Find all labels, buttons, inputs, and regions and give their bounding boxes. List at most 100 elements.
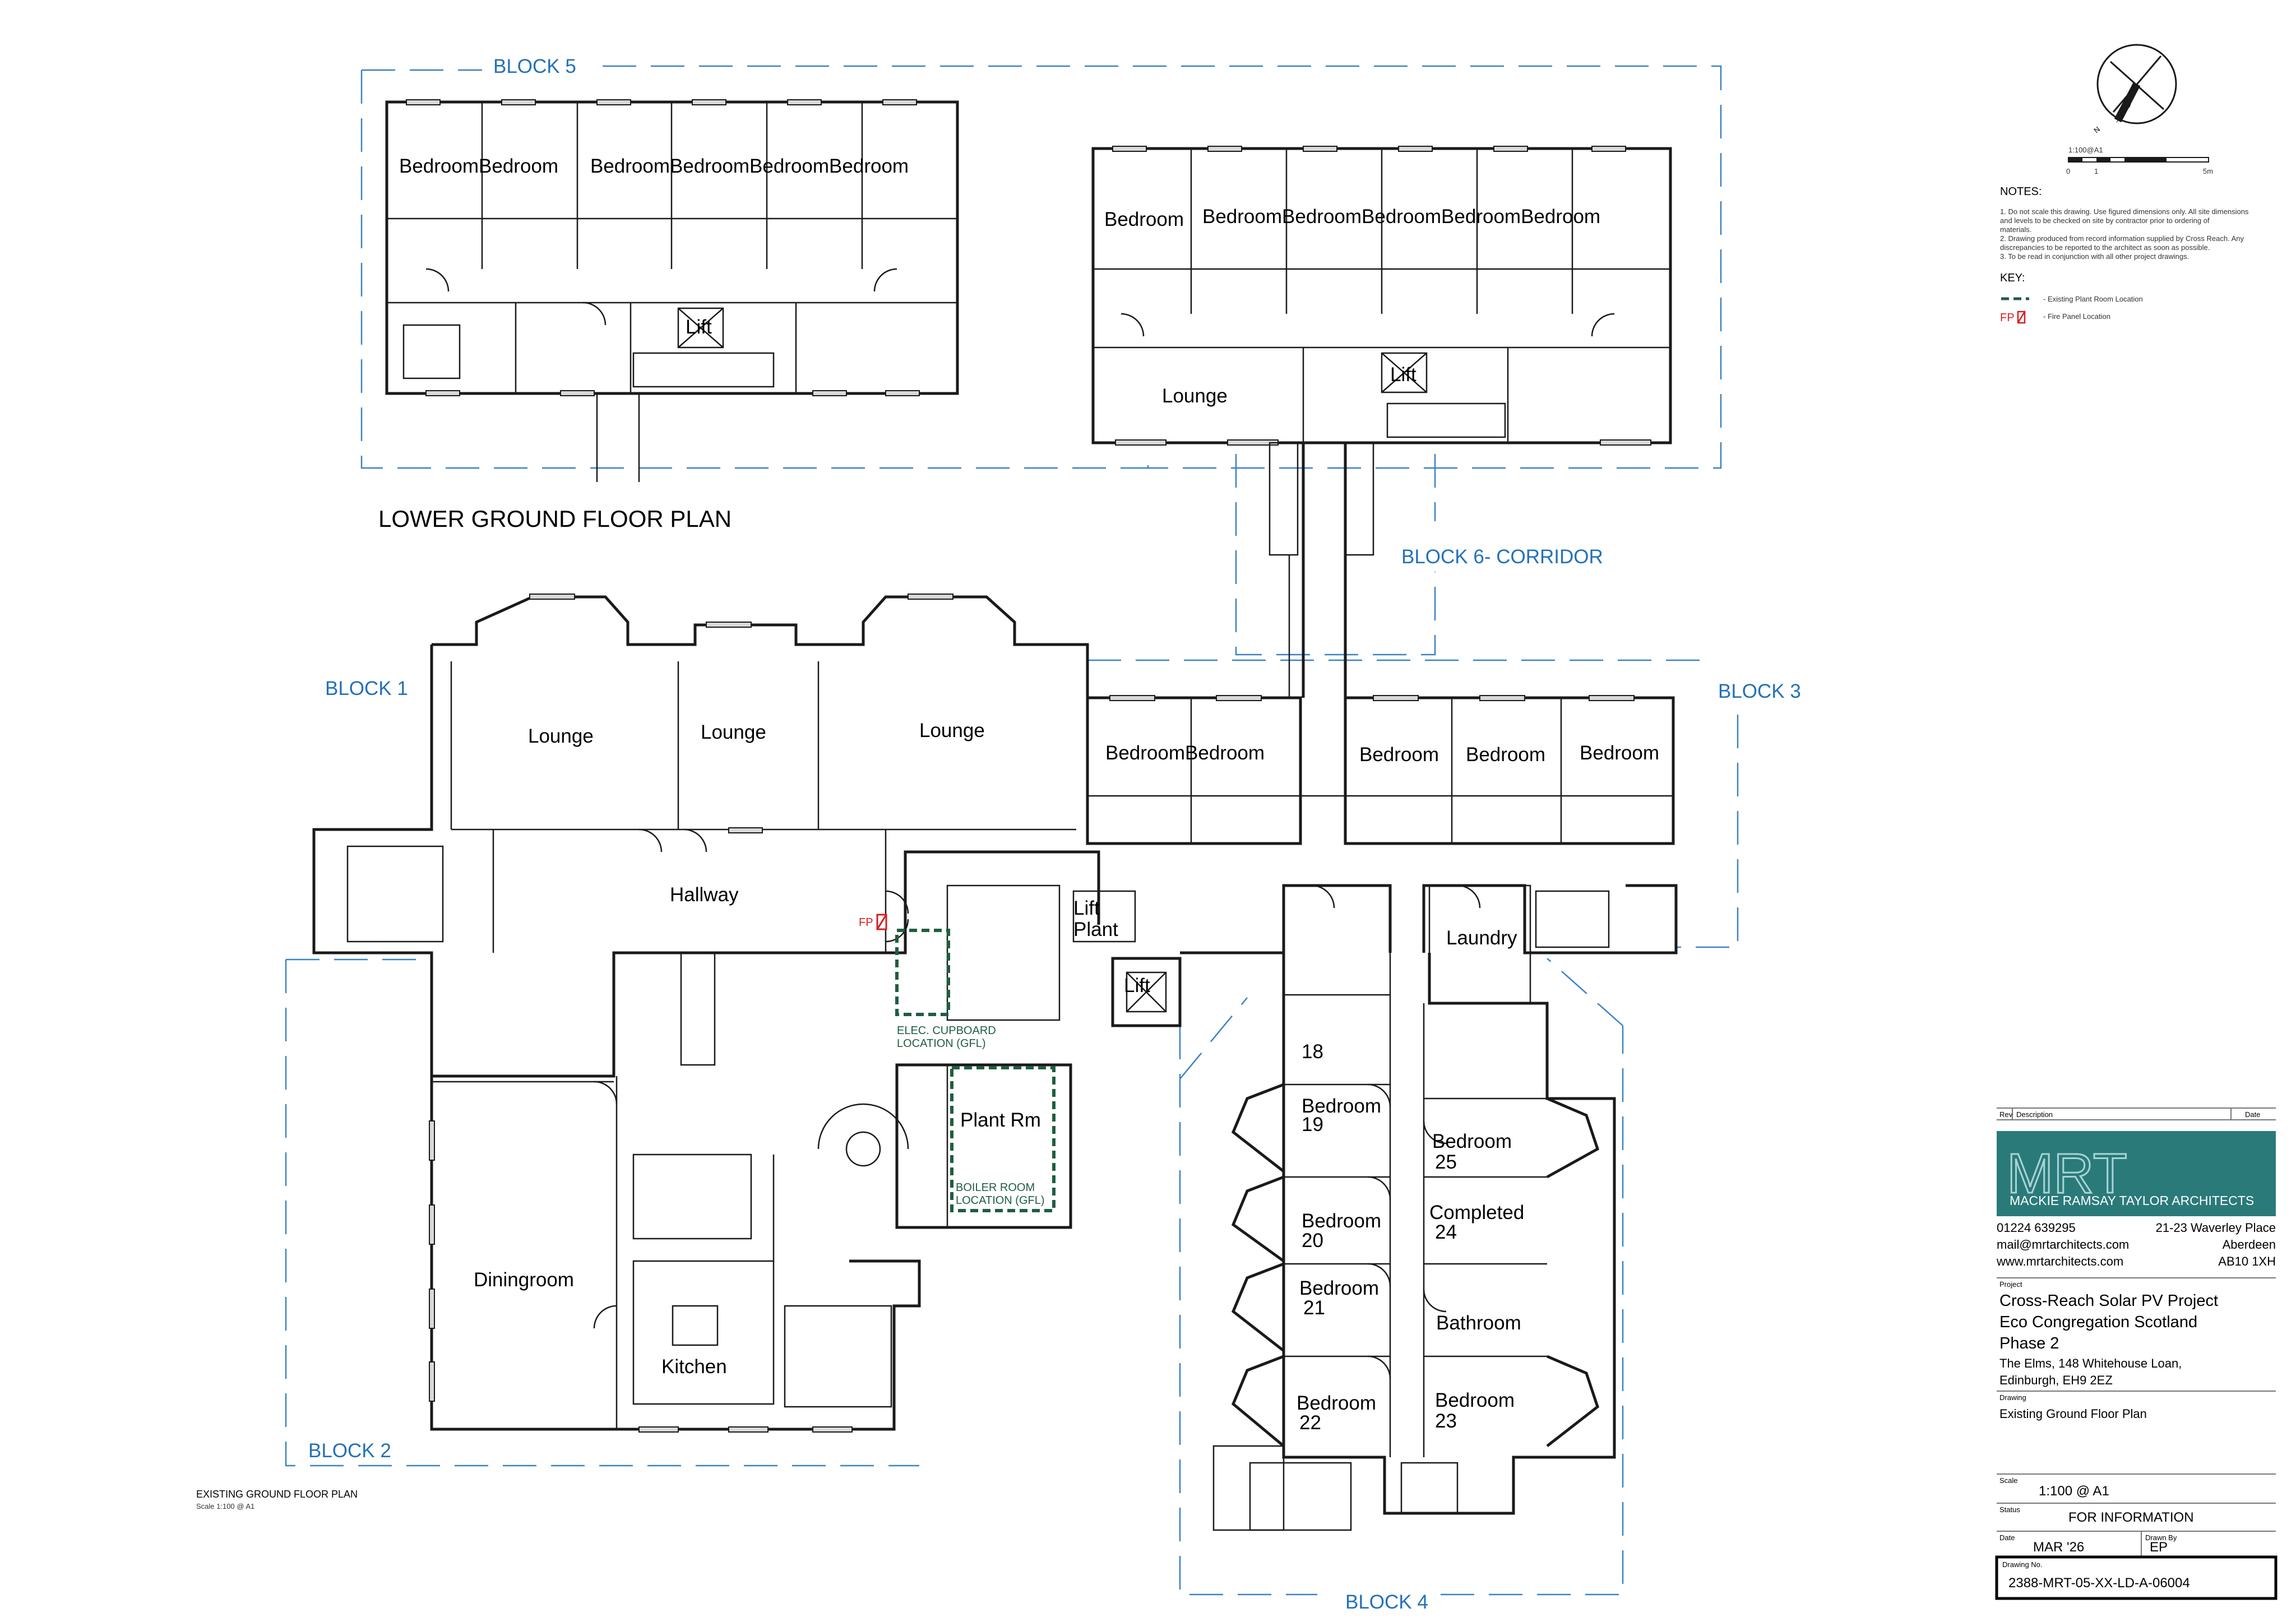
key-fp-text: - Fire Panel Location [2043, 312, 2110, 321]
key-plant-text: - Existing Plant Room Location [2043, 295, 2143, 303]
room-label: Bedroom [1466, 744, 1545, 766]
boiler-room-note-2: LOCATION (GFL) [956, 1194, 1045, 1207]
room-label: Plant [1073, 919, 1118, 940]
room-label: Lounge [1162, 385, 1228, 407]
block5-plan [385, 99, 959, 482]
block3-label: BLOCK 3 [1718, 680, 1801, 702]
room-label: Completed [1429, 1202, 1524, 1224]
status-label: Status [1999, 1505, 2020, 1514]
notes-line: 2. Drawing produced from record informat… [2000, 234, 2244, 243]
block5-boundary [360, 70, 1149, 469]
block1-plan [312, 594, 1284, 1229]
notes-heading: NOTES: [2000, 186, 2042, 198]
room-label: BedroomBedroom [399, 155, 558, 177]
elec-cupboard-note: ELEC. CUPBOARD [897, 1025, 996, 1037]
room-label: Lounge [701, 721, 766, 743]
room-label: BedroomBedroomBedroomBedroomBedroom [1202, 206, 1600, 228]
scale-bar-tick: 1 [2094, 167, 2098, 175]
company-address-2: Aberdeen [2223, 1238, 2276, 1252]
room-label: BedroomBedroomBedroomBedroom [590, 155, 909, 177]
existing-ground-floor-scale: Scale 1:100 @ A1 [196, 1502, 254, 1510]
notes-line: materials. [2000, 225, 2031, 234]
scale-bar-tick: 0 [2066, 167, 2070, 175]
room-label: Bedroom [1297, 1392, 1376, 1414]
block1-label: BLOCK 1 [325, 678, 408, 699]
block3-windows [1109, 695, 1635, 701]
room-label: Bedroom [1359, 744, 1439, 766]
room-label: Bedroom [1302, 1210, 1381, 1232]
block4-plan [1212, 953, 1616, 1531]
project-line-2: Eco Congregation Scotland [1999, 1313, 2197, 1331]
scale-value: 1:100 @ A1 [2039, 1484, 2109, 1499]
date-label: Date [1999, 1533, 2015, 1542]
room-label: 21 [1303, 1297, 1325, 1319]
plan-annotations: FP ELEC. CUPBOARD LOCATION (GFL) BOILER … [859, 916, 1045, 1207]
block-boundaries [285, 65, 1739, 1596]
lower-ground-floor-title: LOWER GROUND FLOOR PLAN [378, 506, 732, 532]
block2-plan [429, 1076, 921, 1433]
room-labels: BedroomBedroom BedroomBedroomBedroomBedr… [399, 155, 1659, 1434]
room-label: Bedroom [1299, 1277, 1379, 1299]
block4-boundary-right [1441, 1026, 1624, 1596]
room-label: 19 [1302, 1114, 1323, 1136]
block4-diagonal-left [1179, 997, 1248, 1079]
room-label: Bedroom [1302, 1095, 1381, 1117]
block2-label: BLOCK 2 [308, 1440, 391, 1462]
boiler-room-note: BOILER ROOM [956, 1181, 1035, 1194]
room-label: 20 [1302, 1230, 1323, 1252]
scale-bar-tick: 5m [2203, 167, 2213, 175]
block3-plan [1086, 695, 1678, 1004]
mrt-logo [1997, 1131, 2276, 1216]
notes-line: discrepancies to be reported to the arch… [2000, 243, 2210, 252]
room-label: Lift [686, 316, 712, 338]
drawn-by-label: Drawn By [2145, 1533, 2177, 1542]
company-name: MACKIE RAMSAY TAYLOR ARCHITECTS [2010, 1193, 2254, 1208]
elec-cupboard-note-2: LOCATION (GFL) [897, 1037, 986, 1050]
project-line-3: Phase 2 [1999, 1334, 2059, 1352]
drawing-title: Existing Ground Floor Plan [1999, 1407, 2147, 1421]
rev-header: Rev [1999, 1110, 2013, 1119]
block1-windows [529, 594, 953, 833]
title-block: Rev Description Date MRT MACKIE RAMSAY T… [1995, 1107, 2278, 1600]
block6-boundary [1235, 454, 1436, 656]
room-label: Bedroom [1432, 1130, 1512, 1152]
room-label: Lift [1390, 364, 1417, 386]
room-label: BedroomBedroom [1105, 742, 1265, 764]
room-label: Bedroom [1580, 742, 1659, 764]
date-value: MAR '26 [2033, 1540, 2084, 1555]
drawing-number: 2388-MRT-05-XX-LD-A-06004 [2008, 1575, 2190, 1591]
room-label: Plant Rm [960, 1109, 1041, 1131]
block3-boundary-right [1676, 715, 1739, 948]
company-address-3: AB10 1XH [2218, 1254, 2276, 1268]
project-label: Project [1999, 1280, 2022, 1289]
north-arrow: N [2092, 44, 2177, 135]
key-heading: KEY: [2000, 272, 2025, 284]
block2-boundary [285, 960, 919, 1467]
block4-boundary [1179, 1026, 1317, 1596]
block6-label: BLOCK 6- CORRIDOR [1401, 546, 1603, 568]
scale-bar: 1:100@A1 0 1 5m [2066, 146, 2213, 175]
block4-label: BLOCK 4 [1345, 1591, 1428, 1613]
project-line-1: Cross-Reach Solar PV Project [1999, 1292, 2218, 1310]
room-label: Lift [1124, 975, 1150, 997]
block5-boundary-top-right [603, 65, 1722, 469]
room-label: 23 [1435, 1410, 1457, 1432]
block6-plan [1091, 146, 1672, 446]
notes-line: 3. To be read in conjunction with all ot… [2000, 252, 2189, 261]
notes-line: 1. Do not scale this drawing. Use figure… [2000, 207, 2249, 216]
notes-line: and levels to be checked on site by cont… [2000, 216, 2210, 225]
room-label: 18 [1302, 1041, 1323, 1063]
room-label: 24 [1435, 1221, 1457, 1243]
room-label: Bathroom [1436, 1312, 1521, 1334]
status-value: FOR INFORMATION [2068, 1510, 2194, 1525]
date-header: Date [2245, 1110, 2260, 1119]
block4-diagonal-right [1547, 958, 1623, 1026]
fire-panel-label: FP [859, 916, 873, 929]
room-label: Diningroom [474, 1269, 574, 1291]
company-web: www.mrtarchitects.com [1996, 1254, 2123, 1268]
drawn-by-value: EP [2150, 1540, 2168, 1555]
block6-windows [1112, 146, 1651, 446]
scale-label: Scale [1999, 1476, 2018, 1485]
boiler-room-location [950, 1066, 1056, 1212]
